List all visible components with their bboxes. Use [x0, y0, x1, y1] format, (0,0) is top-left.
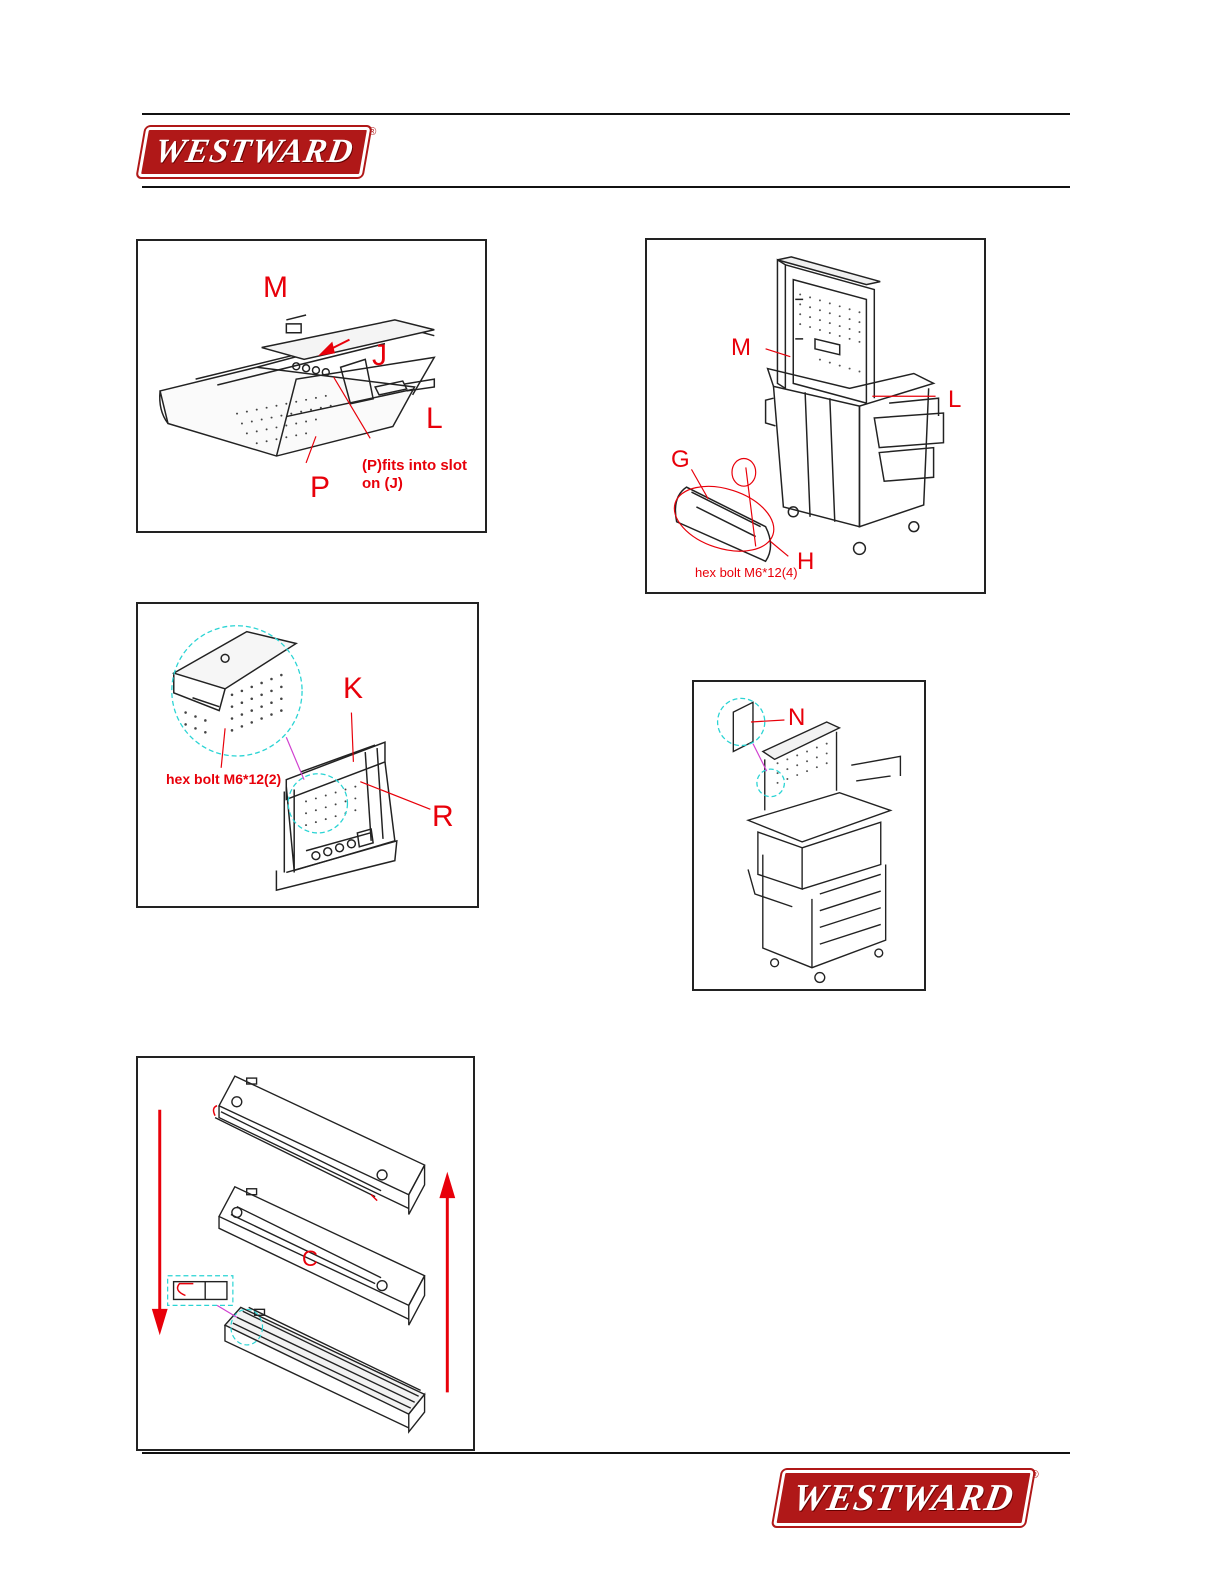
header-rule-top: [142, 113, 1070, 115]
cart-upright-label-m: M: [731, 336, 751, 360]
header-rule-bottom: [142, 186, 1070, 188]
figure-bracket: K R hex bolt M6*12(2): [136, 602, 479, 908]
figure-cart-upright: M L G H hex bolt M6*12(4): [645, 238, 986, 594]
cart-upright-bolt-note: hex bolt M6*12(4): [695, 566, 798, 579]
shelf-label-m: M: [263, 273, 288, 303]
cart-upright-label-h: H: [797, 550, 814, 574]
cart-complete-drawing: [694, 682, 924, 989]
header-logo: WESTWARD ®: [142, 127, 376, 177]
bracket-bolt-note: hex bolt M6*12(2): [166, 772, 281, 786]
cart-upright-label-g: G: [671, 448, 690, 472]
figure-light: C: [136, 1056, 475, 1451]
cart-complete-label-n: N: [788, 706, 805, 730]
shelf-note: (P)fits into slot on (J): [362, 457, 482, 493]
shelf-label-j: J: [372, 341, 387, 371]
bracket-label-r: R: [432, 802, 454, 832]
shelf-label-l: L: [426, 404, 443, 434]
cart-upright-label-l: L: [948, 388, 961, 412]
footer-logo: WESTWARD ®: [778, 1470, 1039, 1526]
footer-rule: [142, 1452, 1070, 1454]
shelf-label-p: P: [310, 473, 330, 503]
figure-cart-complete: N: [692, 680, 926, 991]
header-logo-text: WESTWARD: [138, 127, 371, 177]
bracket-drawing: [138, 604, 477, 906]
footer-logo-text: WESTWARD: [773, 1470, 1033, 1526]
bracket-label-k: K: [343, 674, 363, 704]
cart-upright-drawing: [647, 240, 984, 592]
light-label-c: C: [302, 1248, 318, 1270]
figure-shelf: M J L P (P)fits into slot on (J): [136, 239, 487, 533]
